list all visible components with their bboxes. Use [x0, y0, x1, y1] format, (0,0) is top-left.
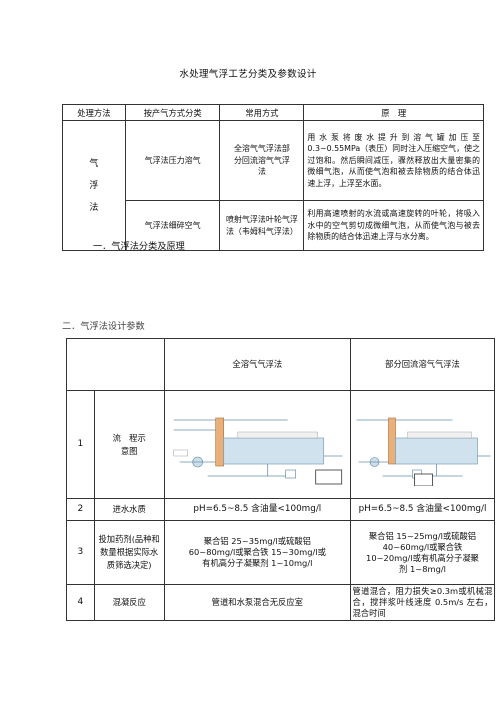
cell-partial: 管道混合，阻力损失≥0.3m或机械混合，搅拌浆叶线速度 0.5m/s 左右，混合…: [350, 584, 495, 621]
design-parameter-table: 全溶气气浮法 部分回流溶气气浮法 1 流 程示 意图: [66, 338, 495, 621]
method-cell: 喷射气浮法叶轮气浮法（韦姆科气浮法）: [219, 200, 305, 251]
process-flow-diagram-full: [173, 417, 343, 484]
class-cell: 气浮法细碎空气: [124, 200, 221, 251]
cell-full: 聚合铝 25~35mg/l或硫酸铝 60~80mg/l或聚合铁 15~30mg/…: [163, 520, 352, 585]
method-cell: 全溶气气浮法部分回流溶气气浮法: [219, 120, 305, 201]
flow-diagram-full: [163, 390, 352, 499]
table-row: 1 流 程示 意图: [66, 390, 495, 499]
row-item: 混凝反应: [93, 584, 165, 621]
process-flow-diagram-partial: [356, 417, 491, 486]
header-partial-reflux: 部分回流溶气气浮法: [350, 338, 495, 391]
row-item: 投加药剂(品种和数量根据实际水质筛选决定): [93, 520, 165, 585]
section-heading-2: 二．气浮法设计参数: [62, 321, 145, 332]
class-cell: 气浮法压力溶气: [124, 120, 221, 201]
row-item: 进水水质: [93, 498, 165, 521]
table-header-row: 全溶气气浮法 部分回流溶气气浮法: [66, 338, 495, 391]
section-heading-1: 一．气浮法分类及原理: [93, 241, 185, 252]
row-item: 流 程示 意图: [93, 390, 165, 499]
blank-corner: [66, 338, 165, 391]
cell-full: pH=6.5~8.5 含油量<100mg/l: [163, 498, 352, 521]
header-full-dissolved: 全溶气气浮法: [163, 338, 352, 391]
classification-table: 处理方法 按产气方式分类 常用方式 原 理 气 浮 法 气浮法压力溶气 全溶气气…: [62, 104, 484, 251]
principle-cell: 利用高速喷射的水流或高速旋转的叶轮，将吸入水中的空气剪切成微细气泡，从而使气泡与…: [303, 200, 484, 251]
table-row: 3 投加药剂(品种和数量根据实际水质筛选决定) 聚合铝 25~35mg/l或硫酸…: [66, 520, 495, 585]
principle-cell: 用水泵将废水提升到溶气罐加压至 0.3~0.55MPa（表压）同时注入压缩空气，…: [303, 120, 484, 201]
cell-full: 管道和水泵混合无反应室: [163, 584, 352, 621]
row-number: 4: [66, 584, 95, 621]
cell-partial: 聚合铝 15~25mg/l或硫酸铝 40~60mg/l或聚合铁 10~20mg/…: [350, 520, 495, 585]
row-number: 3: [66, 520, 95, 585]
table-header-row: 处理方法 按产气方式分类 常用方式 原 理: [62, 104, 484, 121]
header-common: 常用方式: [219, 104, 305, 121]
group-label: 气 浮 法: [62, 120, 126, 251]
row-number: 2: [66, 498, 95, 521]
flow-diagram-partial: [350, 390, 495, 499]
header-method: 处理方法: [62, 104, 126, 121]
row-number: 1: [66, 390, 95, 499]
table-row: 4 混凝反应 管道和水泵混合无反应室 管道混合，阻力损失≥0.3m或机械混合，搅…: [66, 584, 495, 621]
cell-partial: pH=6.5~8.5 含油量<100mg/l: [350, 498, 495, 521]
page-title: 水处理气浮工艺分类及参数设计: [179, 69, 317, 80]
table-row: 气浮法细碎空气 喷射气浮法叶轮气浮法（韦姆科气浮法） 利用高速喷射的水流或高速旋…: [63, 200, 484, 251]
table-row: 2 进水水质 pH=6.5~8.5 含油量<100mg/l pH=6.5~8.5…: [66, 498, 495, 521]
table-row: 气 浮 法 气浮法压力溶气 全溶气气浮法部分回流溶气气浮法 用水泵将废水提升到溶…: [62, 120, 484, 251]
header-class: 按产气方式分类: [124, 104, 221, 121]
header-principle: 原 理: [303, 104, 484, 121]
